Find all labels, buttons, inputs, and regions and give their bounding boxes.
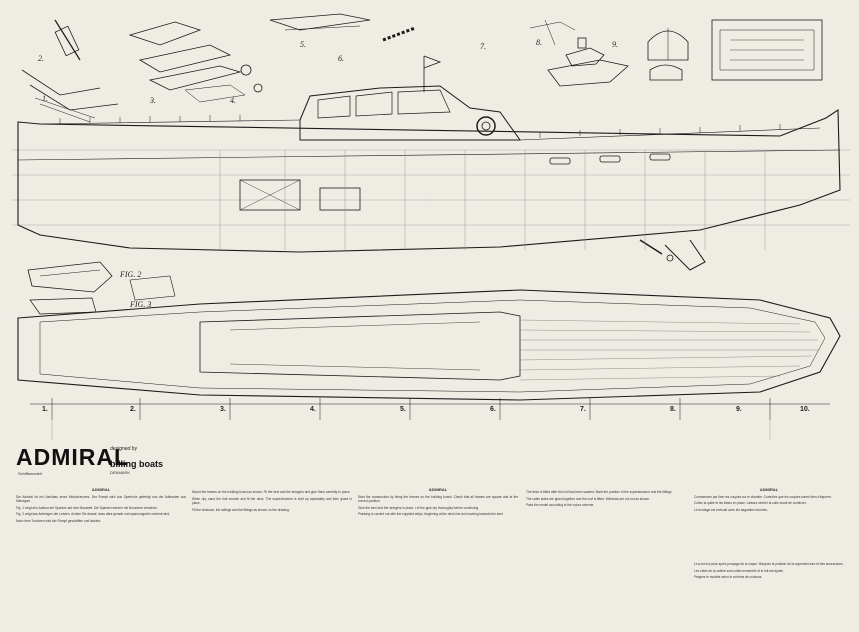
frame-number-9: 9. [736,406,742,413]
figure-label-1: 1. [42,94,48,103]
figure-label-2: 2. [38,54,44,63]
paragraph: Commencez par fixer les couples sur le c… [694,494,832,499]
frame-number-8: 8. [670,406,676,413]
paragraph: Fig. 1 zeigt den Aufbau der Spanten auf … [16,505,158,510]
title-subtitle: Schiffsmodell [18,471,42,476]
detail-sketch-1 [21,19,119,123]
figure-label-fig3: FIG. 3 [130,300,152,309]
paragraph: Glue the keel and the stringers in place… [358,505,480,510]
designer-note: designed by [110,446,137,452]
figure-label-3: 3. [150,96,156,105]
figure-label-5: 5. [300,40,306,49]
instruction-column-4: The deck is fitted after the hull has be… [526,488,686,628]
figure-label-4: 4. [230,96,236,105]
frame-sections [647,19,823,81]
paragraph: Start the construction by fixing the fra… [358,494,518,504]
column-heading: ADMIRAL [91,488,111,492]
column-heading: ADMIRAL [428,488,448,492]
paragraph: Le bordage est exécuté avec les baguette… [694,507,768,512]
brand-subtitle: DENMARK [110,470,131,475]
frame-number-7: 7. [580,406,586,413]
figure-label-7: 7. [480,42,486,51]
instruction-column-5: ADMIRAL Commencez par fixer les couples … [694,488,844,556]
figure-label-fig2: FIG. 2 [120,270,142,279]
paragraph: Le pont est posé après ponçage de la coq… [694,562,844,566]
paragraph: Nach dem Trocknen wird der Rumpf geschli… [16,518,102,523]
paragraph: When dry, sand the hull smooth and fit t… [192,496,352,506]
detail-sketch-2 [128,21,263,103]
frame-number-4: 4. [310,406,316,413]
paragraph: Mount the frames on the building board a… [192,490,351,494]
paragraph: Les côtés de la cabine sont collés ensem… [694,568,784,573]
frame-number-5: 5. [400,406,406,413]
instruction-column-3: ADMIRAL Start the construction by fixing… [358,488,518,628]
frame-number-10: 10. [800,406,810,413]
frame-number-6: 6. [490,406,496,413]
radar-mast [382,26,416,42]
paragraph: Fit the windows, the railings and the fi… [192,507,290,512]
paragraph: Fig. 2 zeigt das Anbringen der Leisten. … [16,512,170,516]
figure-label-9: 9. [612,40,618,49]
dinghy-sketch [27,261,176,315]
figure-label-8: 8. [536,38,542,47]
frame-number-2: 2. [130,406,136,413]
figure-label-6: 6. [338,54,344,63]
title-block: ADMIRAL Schiffsmodell designed by billin… [16,444,176,484]
frame-number-1: 1. [42,406,48,413]
paragraph: The deck is fitted after the hull has be… [526,490,673,494]
brand-name: billing boats [110,459,163,469]
model-title: ADMIRAL [16,444,130,470]
column-heading: ADMIRAL [759,488,779,492]
frame-number-3: 3. [220,406,226,413]
paragraph: Die Admiral ist ein Nachbau eines Motork… [16,494,186,504]
paragraph: Paint the model according to the colour … [526,503,595,507]
instruction-column-2: Mount the frames on the building board a… [192,488,352,628]
detail-sketch-boat [529,19,629,87]
paragraph: Planking is carried out with the supplie… [358,512,504,516]
fold-line-horizontal [0,316,859,318]
instruction-column-1: ADMIRAL Die Admiral ist ein Nachbau eine… [16,488,186,628]
side-profile [12,55,850,271]
deck-plan [17,289,841,440]
instruction-column-6: Le pont est posé après ponçage de la coq… [694,560,844,628]
detail-sketch-3 [269,13,371,31]
paragraph: The cabin sides are glued together and t… [526,496,650,501]
paragraph: Collez la quille et les lisses en place.… [694,501,807,505]
paragraph: Peignez le modèle selon le schéma de cou… [694,575,763,579]
